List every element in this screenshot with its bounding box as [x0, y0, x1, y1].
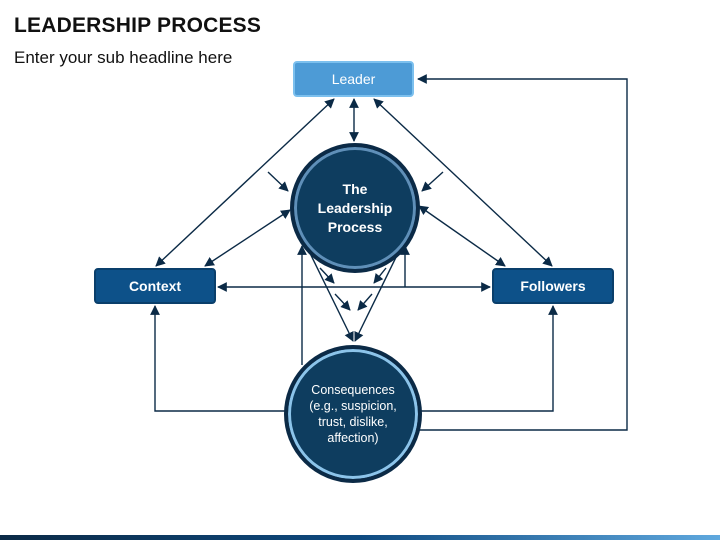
- arrow-influence-left: [267, 171, 289, 192]
- arrow-process-consequences-left: [305, 244, 354, 342]
- arrow-influence-right: [421, 171, 444, 192]
- arrow-inner-1: [319, 267, 335, 284]
- arrow-inner-2: [373, 267, 387, 284]
- leader-label: Leader: [331, 71, 376, 87]
- page-title: LEADERSHIP PROCESS: [14, 14, 262, 37]
- arrow-leader-context: [155, 98, 335, 267]
- arrow-context-process: [204, 209, 291, 267]
- arrow-inner-3: [334, 293, 351, 311]
- footer-bar: [0, 535, 720, 540]
- leadership-process-circle: The Leadership Process: [290, 143, 420, 273]
- arrow-inner-4: [357, 293, 373, 311]
- arrow-process-consequences-right: [354, 244, 403, 342]
- consequences-label: Consequences (e.g., suspicion, trust, di…: [309, 383, 397, 445]
- arrow-leader-followers: [373, 98, 553, 267]
- arrow-followers-process: [418, 205, 506, 267]
- context-box: Context: [94, 268, 216, 304]
- context-label: Context: [128, 278, 182, 294]
- followers-box: Followers: [492, 268, 614, 304]
- leader-box: Leader: [293, 61, 414, 97]
- arrow-consequences-context: [150, 305, 286, 412]
- arrow-consequences-leader: [416, 74, 628, 431]
- process-label: The Leadership Process: [317, 180, 393, 235]
- page-subtitle: Enter your sub headline here: [14, 48, 233, 67]
- followers-label: Followers: [520, 278, 586, 294]
- consequences-circle: Consequences (e.g., suspicion, trust, di…: [284, 345, 422, 483]
- arrow-consequences-followers: [420, 305, 558, 412]
